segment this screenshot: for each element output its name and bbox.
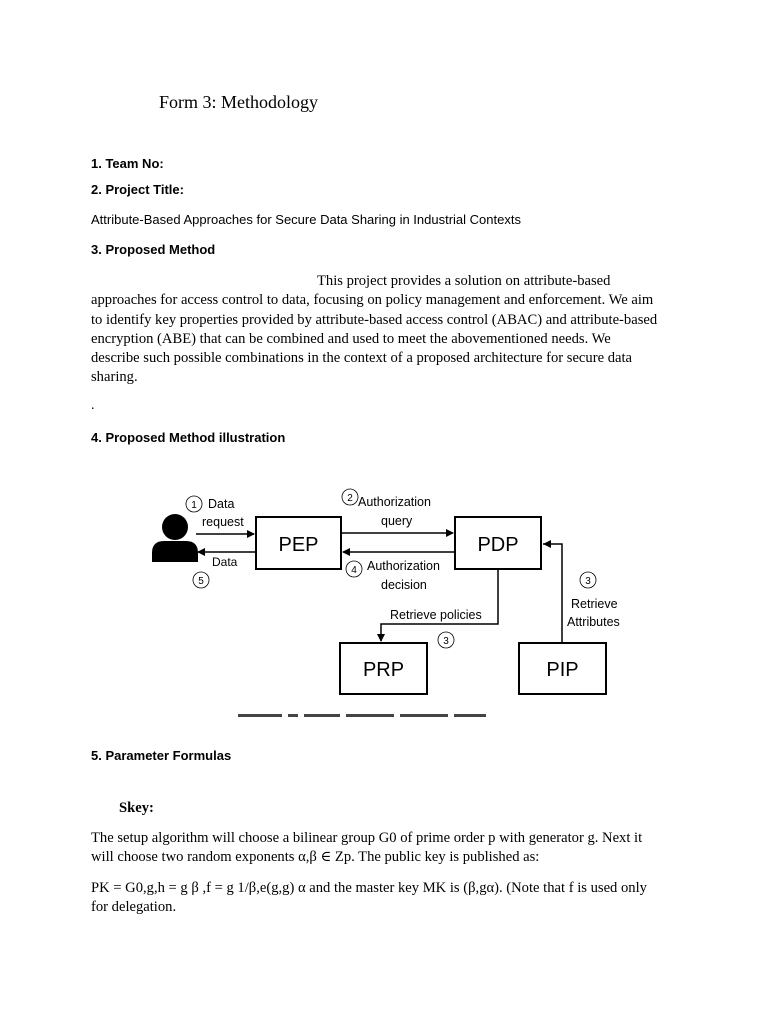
prp-label: PRP <box>363 659 404 681</box>
paragraph-line: encryption (ABE) that can be combined an… <box>91 330 611 347</box>
project-title: Attribute-Based Approaches for Secure Da… <box>91 212 521 227</box>
paragraph-line: describe such possible combinations in t… <box>91 350 632 367</box>
step-3-attributes-marker: 3 <box>579 571 597 589</box>
pip-label: PIP <box>546 659 578 681</box>
proposed-method-label: 3. Proposed Method <box>91 242 216 257</box>
svg-text:3: 3 <box>443 636 449 647</box>
form-title: Form 3: Methodology <box>159 92 319 112</box>
retrieve-attributes-label-2: Attributes <box>567 615 620 629</box>
skey-label: Skey: <box>119 800 154 816</box>
retrieve-attributes-line <box>543 543 563 643</box>
auth-decision-label-1: Authorization <box>367 559 440 573</box>
prp-box: PRP <box>339 642 428 695</box>
stray-dot: . <box>91 398 95 413</box>
pep-box: PEP <box>255 516 342 570</box>
pk-paragraph: PK = G0,g,h = g β ,f = g 1/β,e(g,g) α an… <box>91 879 711 918</box>
cropped-caption-remnant <box>238 714 486 717</box>
auth-decision-label-2: decision <box>381 578 427 592</box>
svg-text:2: 2 <box>347 493 353 504</box>
paragraph-line: approaches for access control to data, f… <box>91 292 654 309</box>
proposed-method-paragraph: This project provides a solution on attr… <box>91 272 691 388</box>
paragraph-line: This project provides a solution on attr… <box>317 273 611 289</box>
data-request-label-2: request <box>202 515 244 529</box>
user-icon <box>152 514 198 562</box>
paragraph-line: will choose two random exponents α,β ∈ Z… <box>91 849 540 866</box>
step-2-marker: 2 <box>341 488 359 506</box>
auth-query-label-2: query <box>381 514 413 528</box>
pep-label: PEP <box>278 534 318 556</box>
paragraph-line: to identify key properties provided by a… <box>91 311 658 328</box>
setup-paragraph: The setup algorithm will choose a biline… <box>91 829 711 868</box>
step-4-marker: 4 <box>345 560 363 578</box>
step-5-marker: 5 <box>192 571 210 589</box>
retrieve-policies-label: Retrieve policies <box>390 608 482 622</box>
pdp-box: PDP <box>454 516 542 570</box>
retrieve-attributes-label-1: Retrieve <box>571 597 618 611</box>
data-return-label: Data <box>212 555 238 569</box>
step-3-policies-marker: 3 <box>437 631 455 649</box>
paragraph-line: PK = G0,g,h = g β ,f = g 1/β,e(g,g) α an… <box>91 880 647 896</box>
svg-text:3: 3 <box>585 576 591 587</box>
illustration-label: 4. Proposed Method illustration <box>91 430 286 445</box>
auth-query-label-1: Authorization <box>358 495 431 509</box>
project-title-label: 2. Project Title: <box>91 182 184 197</box>
retrieve-attributes-arrowhead <box>543 540 551 548</box>
pip-box: PIP <box>518 642 607 695</box>
team-no-label: 1. Team No: <box>91 156 164 171</box>
svg-text:5: 5 <box>198 576 204 587</box>
retrieve-policies-arrow <box>377 569 499 642</box>
paragraph-line: for delegation. <box>91 899 177 916</box>
paragraph-line: The setup algorithm will choose a biline… <box>91 830 643 846</box>
svg-text:1: 1 <box>191 500 197 511</box>
paragraph-line: sharing. <box>91 369 138 386</box>
parameter-formulas-label: 5. Parameter Formulas <box>91 748 232 763</box>
pdp-label: PDP <box>477 534 518 556</box>
step-1-marker: 1 <box>185 495 203 513</box>
data-request-label-1: Data <box>208 497 234 511</box>
svg-text:4: 4 <box>351 565 357 576</box>
